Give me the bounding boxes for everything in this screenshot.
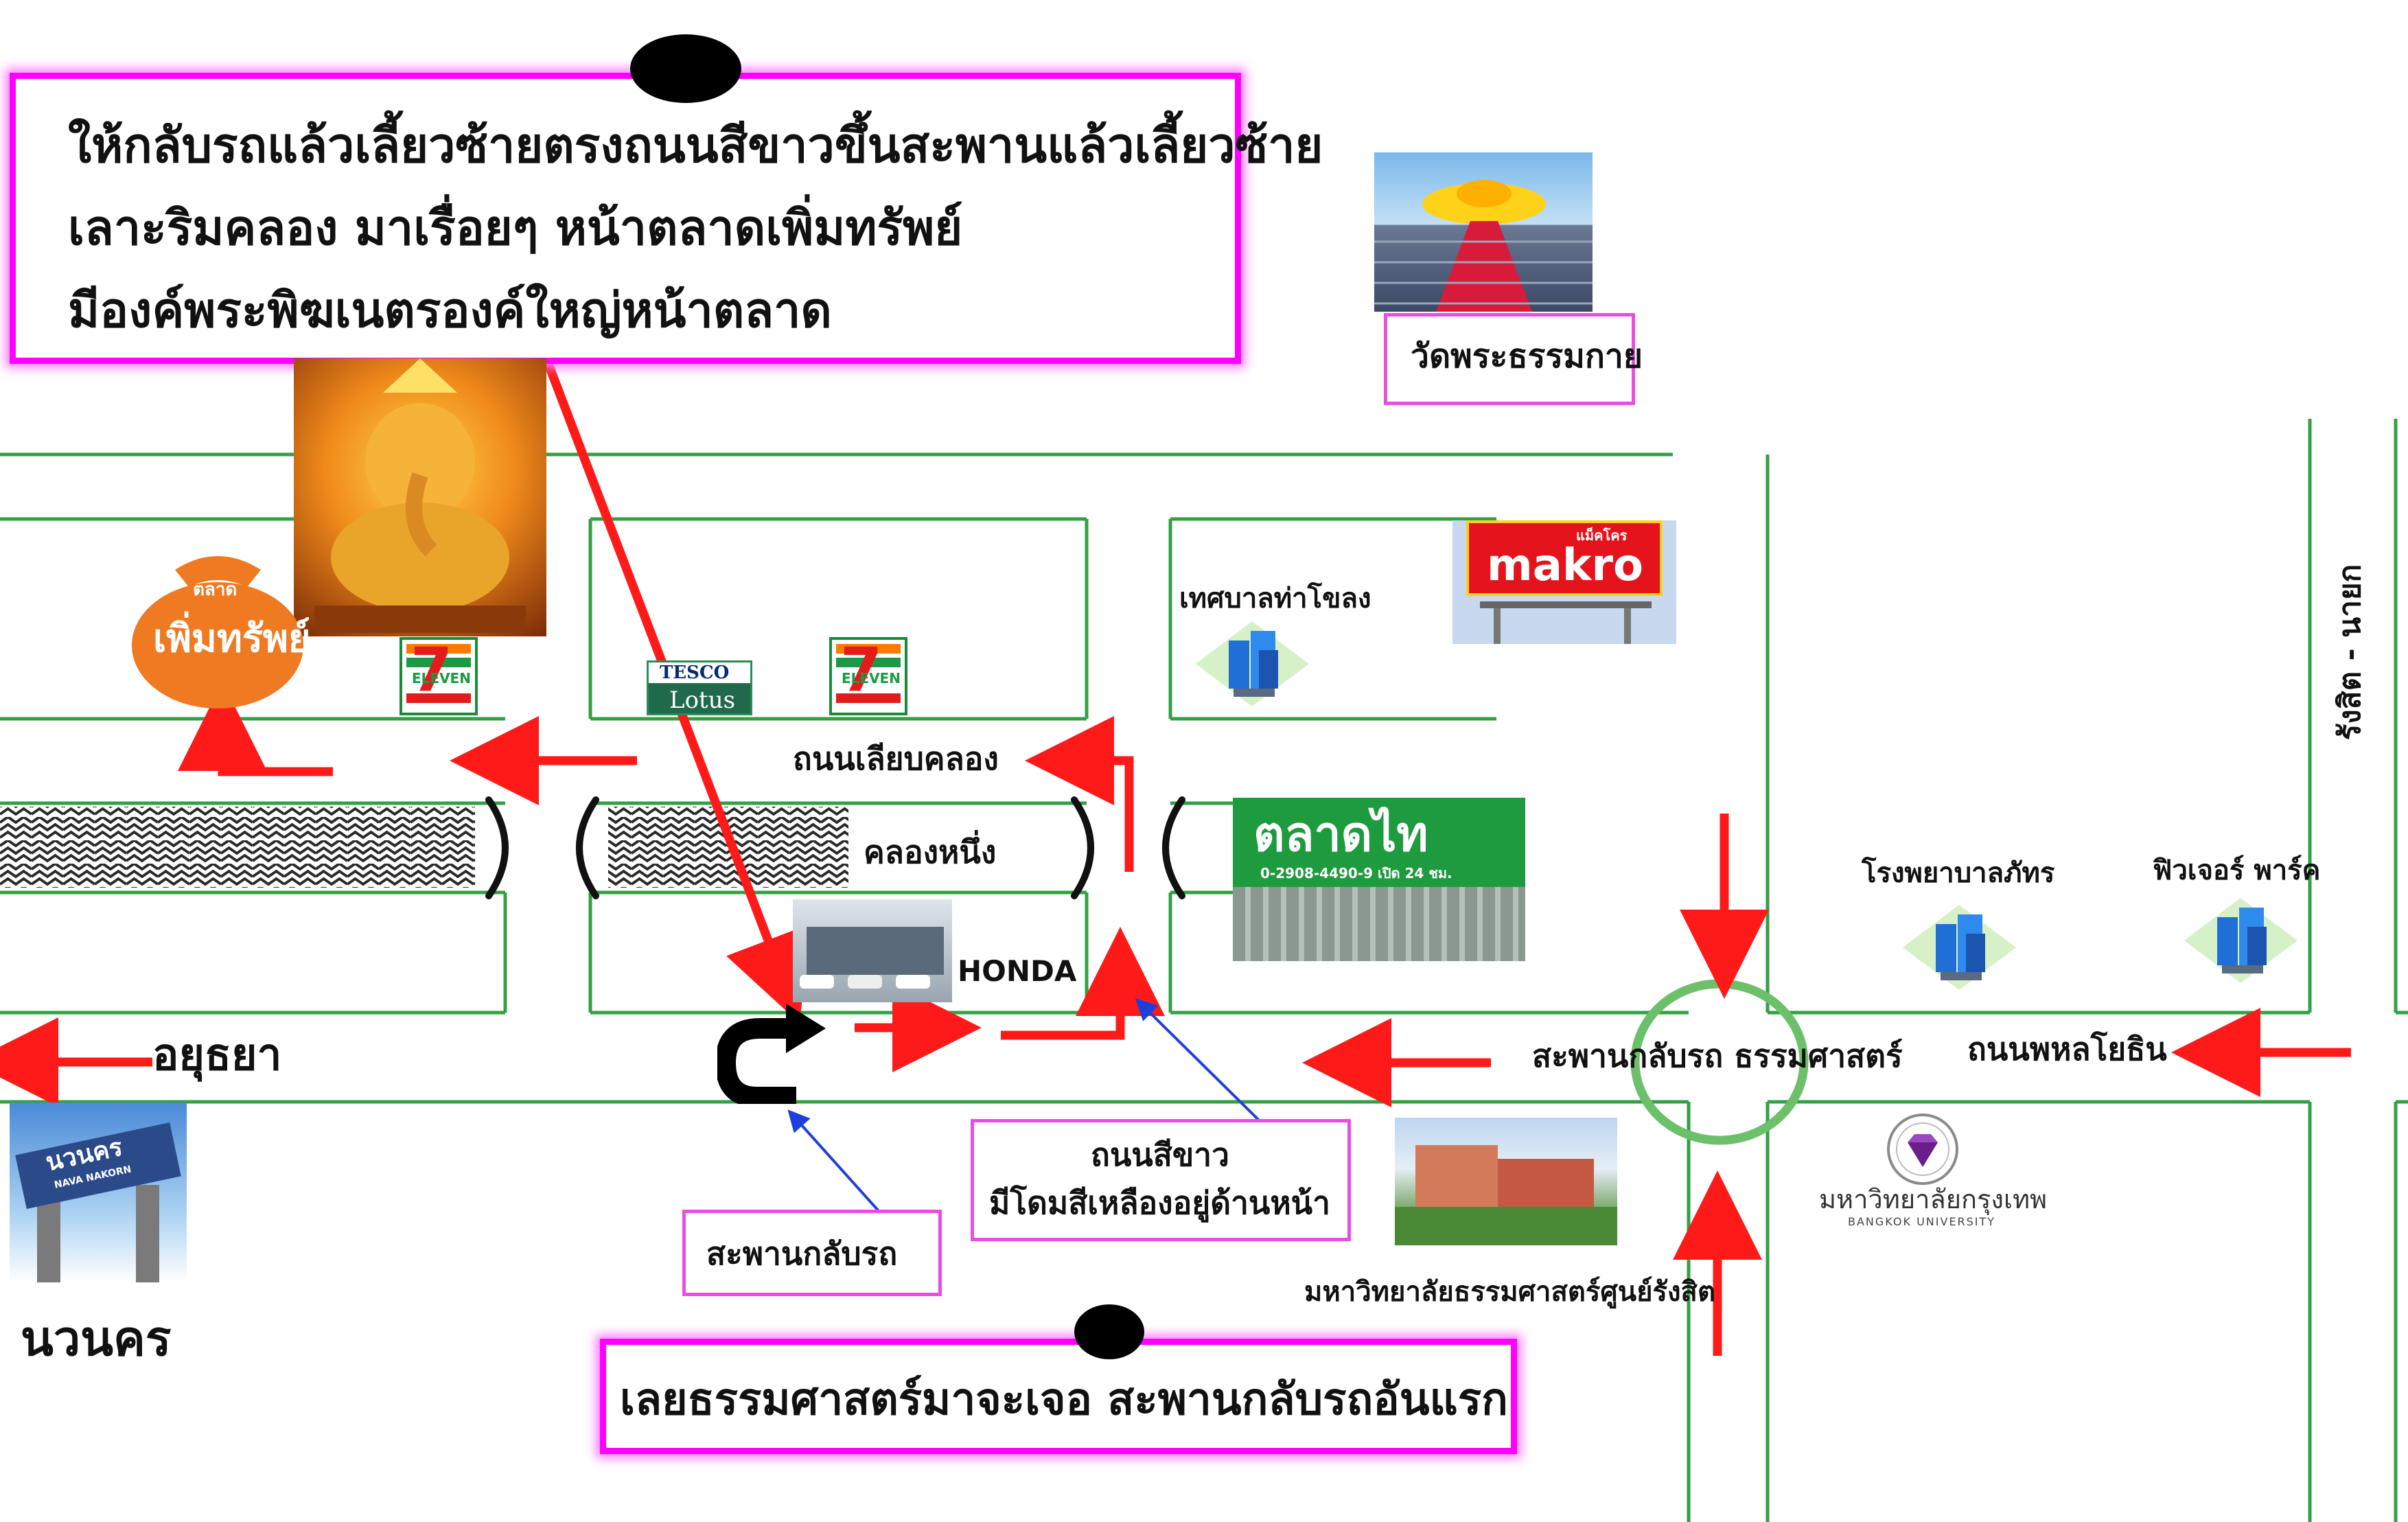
campus-photo xyxy=(1395,1118,1617,1245)
building-icon xyxy=(1903,905,2016,990)
makro-small-text: แม็คโคร xyxy=(1576,527,1628,544)
canal-water xyxy=(0,807,475,888)
diamond-emblem-icon xyxy=(1887,1114,1958,1185)
callout-directions: ให้กลับรถแล้วเลี้ยวซ้ายตรงถนนสีขาวขึ้นสะ… xyxy=(10,73,1323,364)
wat-label-box: วัดพระธรรมกาย xyxy=(1384,313,1643,405)
pointer-line xyxy=(787,1109,887,1220)
white-road-line-2: มีโดมสีเหลืองอยู่ด้านหน้า xyxy=(989,1184,1330,1221)
callout-line-2: เลาะริมคลอง มาเรื่อยๆ หน้าตลาดเพิ่มทรัพย… xyxy=(68,199,963,256)
phoem-sap-name: เพิ่มทรัพย์ xyxy=(153,616,309,661)
bangkok-univ-th: มหาวิทยาลัยกรุงเทพ xyxy=(1819,1184,2048,1214)
ayutthaya-label: อยุธยา xyxy=(152,1029,282,1081)
phoem-sap-logo: ตลาด เพิ่มทรัพย์ xyxy=(127,542,309,711)
bridge-mark xyxy=(576,796,599,899)
callout-dot xyxy=(1074,1304,1144,1359)
showroom-photo xyxy=(793,899,952,1002)
tesco-text: TESCO xyxy=(660,662,730,683)
rangsit-nayok-label: รังสิต - นายก xyxy=(2332,564,2368,741)
seven-eleven-logo: 7 ELEVEN xyxy=(400,637,478,715)
callout-line-3: มีองค์พระพิฆเนตรองค์ใหญ่หน้าตลาด xyxy=(68,281,832,338)
future-park-label: ฟิวเจอร์ พาร์ค xyxy=(2153,854,2321,886)
seven-eleven-text: ELEVEN xyxy=(842,670,901,687)
uturn-box-text: สะพานกลับรถ xyxy=(706,1235,898,1272)
route-arrow xyxy=(178,682,333,776)
honda-label: HONDA xyxy=(958,954,1077,988)
navanakorn-label: นวนคร xyxy=(21,1310,172,1367)
tesco-lotus-logo: TESCO Lotus xyxy=(647,660,752,715)
callout-line-1: ให้กลับรถแล้วเลี้ยวซ้ายตรงถนนสีขาวขึ้นสะ… xyxy=(68,117,1323,174)
makro-logo: แม็คโคร makro xyxy=(1452,520,1676,644)
building-icon xyxy=(2184,898,2297,983)
bridge-marks xyxy=(485,796,1185,899)
thammasat-label: มหาวิทยาลัยธรรมศาสตร์ศูนย์รังสิต xyxy=(1304,1276,1715,1308)
white-road-box: ถนนสีขาว มีโดมสีเหลืองอยู่ด้านหน้า xyxy=(971,1119,1351,1241)
bridge-mark xyxy=(1162,796,1185,899)
lotus-text: Lotus xyxy=(669,687,736,714)
khlong-nueng-label: คลองหนึ่ง xyxy=(864,833,997,870)
callout-landmark-text: เลยธรรมศาสตร์มาจะเจอ สะพานกลับรถอันแรก xyxy=(620,1374,1508,1425)
building-icon xyxy=(1196,621,1309,706)
callout-landmark: เลยธรรมศาสตร์มาจะเจอ สะพานกลับรถอันแรก xyxy=(600,1339,1517,1454)
thesaban-label: เทศบาลท่าโขลง xyxy=(1179,582,1371,614)
seven-eleven-logo: 7 ELEVEN xyxy=(829,637,907,715)
callout-dot xyxy=(630,34,741,103)
talad-thai-text: ตลาดไท xyxy=(1253,805,1428,862)
bridge-mark xyxy=(1071,796,1094,899)
bangkok-univ-en: BANGKOK UNIVERSITY xyxy=(1848,1215,1996,1228)
talad-thai-logo: ตลาดไท 0-2908-4490-9 เปิด 24 ชม. xyxy=(1233,798,1525,961)
phahonyothin-label: ถนนพหลโยธิน xyxy=(1967,1030,2167,1068)
wat-label: วัดพระธรรมกาย xyxy=(1411,337,1643,376)
makro-text: makro xyxy=(1487,540,1643,591)
bridge-mark xyxy=(485,796,509,899)
phoem-sap-small: ตลาด xyxy=(193,579,238,600)
navanakorn-sign: นวนคร NAVA NAKORN xyxy=(10,1103,187,1282)
seven-eleven-text: ELEVEN xyxy=(412,670,471,687)
dome-photo xyxy=(1374,152,1593,312)
route-arrow xyxy=(1025,716,1134,872)
ganesh-image xyxy=(294,358,546,636)
uturn-box: สะพานกลับรถ xyxy=(682,1210,942,1296)
hospital-label: โรงพยาบาลภัทร xyxy=(1862,857,2055,889)
white-road-line-1: ถนนสีขาว xyxy=(1091,1136,1229,1173)
uturn-bridge-label: สะพานกลับรถ ธรรมศาสตร์ xyxy=(1532,1037,1903,1074)
u-turn-icon xyxy=(717,1004,826,1104)
route-arrow xyxy=(1001,927,1165,1040)
road-lieap-khlong-label: ถนนเลียบคลอง xyxy=(793,740,999,777)
talad-thai-phone: 0-2908-4490-9 เปิด 24 ชม. xyxy=(1260,865,1452,881)
